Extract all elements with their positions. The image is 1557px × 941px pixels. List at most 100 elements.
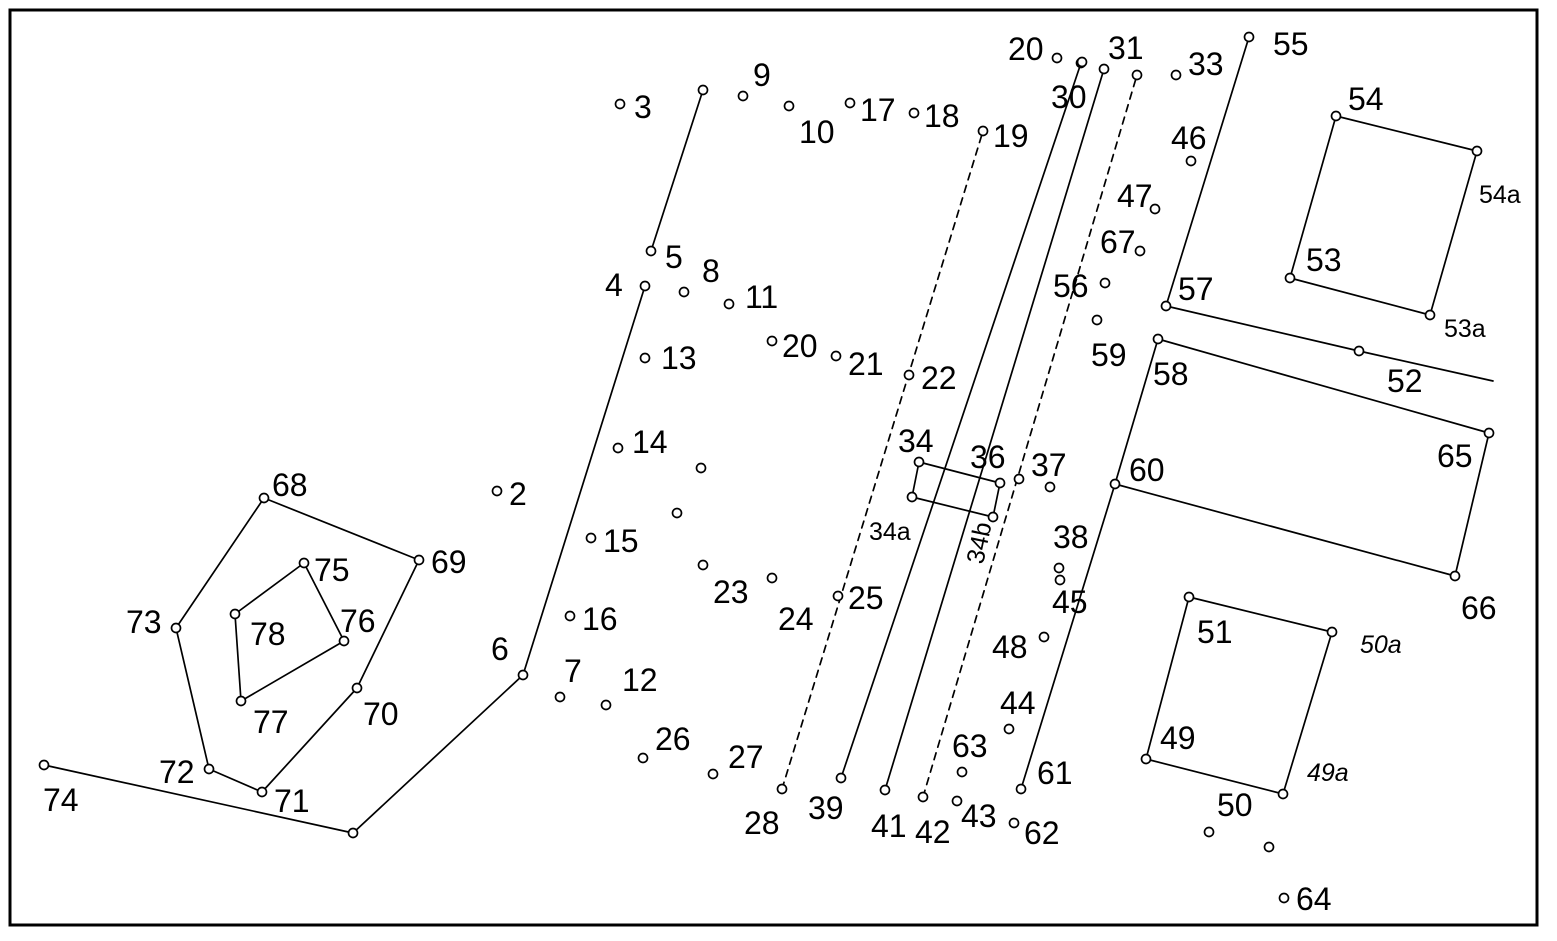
survey-point-label-p49a: 49a	[1307, 759, 1349, 787]
survey-point-marker-p67	[1134, 245, 1146, 257]
survey-point-marker-p19	[977, 125, 989, 137]
survey-point-label-p6: 6	[491, 631, 509, 667]
survey-point-label-p26: 26	[655, 721, 691, 757]
survey-point-marker-p74	[38, 759, 50, 771]
survey-point-label-p50: 50	[1217, 787, 1253, 823]
survey-point-label-p53: 53	[1306, 242, 1342, 278]
survey-point-label-p51: 51	[1197, 614, 1233, 650]
survey-point-label-p76: 76	[340, 603, 376, 639]
survey-point-label-p69: 69	[431, 544, 467, 580]
survey-point-marker-p47	[1149, 203, 1161, 215]
survey-point-label-p54a: 54a	[1479, 181, 1521, 209]
survey-point-label-p15: 15	[603, 523, 639, 559]
survey-point-label-p61: 61	[1037, 755, 1073, 791]
survey-point-label-p28: 28	[744, 805, 780, 841]
survey-point-marker-p58	[1152, 333, 1164, 345]
survey-point-label-p37: 37	[1031, 447, 1067, 483]
edge-p34a-p34b	[911, 496, 994, 518]
edge-p28-p19	[781, 130, 984, 790]
edge-p57-p55	[1165, 36, 1250, 307]
edge-p60-p58	[1114, 338, 1159, 485]
edge-p53-p54	[1289, 115, 1337, 279]
survey-point-label-p19: 19	[993, 118, 1029, 154]
edge-p36-p34b	[992, 482, 1001, 518]
survey-point-label-p78: 78	[250, 616, 286, 652]
survey-point-label-p16: 16	[582, 601, 618, 637]
survey-point-marker-p59	[1091, 314, 1103, 326]
edge-p71-p72	[208, 768, 263, 793]
survey-point-marker-p69	[413, 554, 425, 566]
survey-point-label-p34b: 34b	[961, 520, 997, 567]
survey-point-marker-p63	[956, 766, 968, 778]
edge-p65-p66	[1454, 432, 1490, 577]
survey-point-marker-u2	[671, 507, 683, 519]
survey-point-marker-p54	[1330, 110, 1342, 122]
edge-p75-p76	[303, 562, 345, 642]
survey-point-label-p3: 3	[634, 89, 652, 125]
survey-point-label-p66: 66	[1461, 590, 1497, 626]
survey-point-label-p20b: 20	[782, 328, 818, 364]
survey-point-label-p25: 25	[848, 580, 884, 616]
survey-point-marker-p41	[879, 784, 891, 796]
survey-point-marker-p73	[170, 622, 182, 634]
survey-point-label-p68: 68	[272, 467, 308, 503]
survey-point-marker-p72	[203, 763, 215, 775]
survey-point-marker-p49	[1140, 753, 1152, 765]
survey-point-marker-p12	[600, 699, 612, 711]
survey-point-label-p58: 58	[1153, 356, 1189, 392]
survey-point-label-p11: 11	[745, 279, 778, 315]
edge-p53a-p53	[1289, 277, 1431, 316]
survey-point-label-p74: 74	[43, 782, 79, 818]
survey-point-marker-p7	[554, 691, 566, 703]
edge-p1x-p6	[352, 674, 524, 834]
survey-point-label-p48: 48	[992, 629, 1028, 665]
survey-point-marker-p64	[1278, 892, 1290, 904]
survey-point-marker-p20a	[1051, 52, 1063, 64]
survey-point-marker-p15	[585, 532, 597, 544]
survey-point-marker-p55	[1243, 31, 1255, 43]
survey-point-marker-p61	[1015, 783, 1027, 795]
survey-point-marker-p33x	[1131, 69, 1143, 81]
survey-point-label-p9: 9	[753, 57, 771, 93]
survey-point-label-p21: 21	[848, 346, 884, 382]
survey-point-marker-p16	[564, 610, 576, 622]
survey-point-label-p50a: 50a	[1360, 631, 1402, 659]
edge-p52-pEnd52	[1358, 350, 1494, 382]
survey-point-marker-p25	[832, 590, 844, 602]
survey-point-label-p7: 7	[564, 653, 582, 689]
survey-point-marker-p56	[1099, 277, 1111, 289]
survey-point-label-p39: 39	[808, 790, 844, 826]
survey-point-label-p24: 24	[778, 601, 814, 637]
diagram-points	[38, 31, 1495, 904]
survey-point-label-p43: 43	[961, 798, 997, 834]
edge-p69-p70	[356, 559, 420, 689]
survey-point-marker-p18	[908, 107, 920, 119]
survey-point-label-p75: 75	[314, 552, 350, 588]
survey-point-marker-p1x	[347, 827, 359, 839]
survey-point-marker-p76	[338, 635, 350, 647]
survey-point-marker-p65	[1483, 427, 1495, 439]
survey-point-marker-p49a	[1277, 788, 1289, 800]
survey-point-marker-p37	[1013, 473, 1025, 485]
survey-point-marker-p6	[517, 669, 529, 681]
survey-point-marker-p17	[844, 97, 856, 109]
survey-point-label-p71: 71	[274, 783, 310, 819]
survey-point-label-p33: 33	[1188, 46, 1224, 82]
edge-p66-p60	[1114, 483, 1456, 577]
survey-point-marker-p8	[678, 286, 690, 298]
survey-point-label-p2: 2	[509, 476, 527, 512]
survey-point-label-p64: 64	[1296, 881, 1332, 917]
survey-point-marker-p34a	[906, 491, 918, 503]
edge-p77-p78	[234, 613, 242, 702]
survey-point-label-p31: 31	[1108, 30, 1144, 66]
survey-point-label-p73: 73	[126, 604, 162, 640]
survey-point-marker-p33	[1170, 69, 1182, 81]
survey-point-label-p30: 30	[1051, 79, 1087, 115]
survey-point-marker-p24	[766, 572, 778, 584]
survey-point-marker-p38	[1053, 562, 1065, 574]
survey-point-label-p34a: 34a	[869, 518, 911, 546]
survey-point-marker-p42	[917, 791, 929, 803]
survey-point-marker-p31	[1098, 63, 1110, 75]
survey-point-marker-p21	[830, 350, 842, 362]
